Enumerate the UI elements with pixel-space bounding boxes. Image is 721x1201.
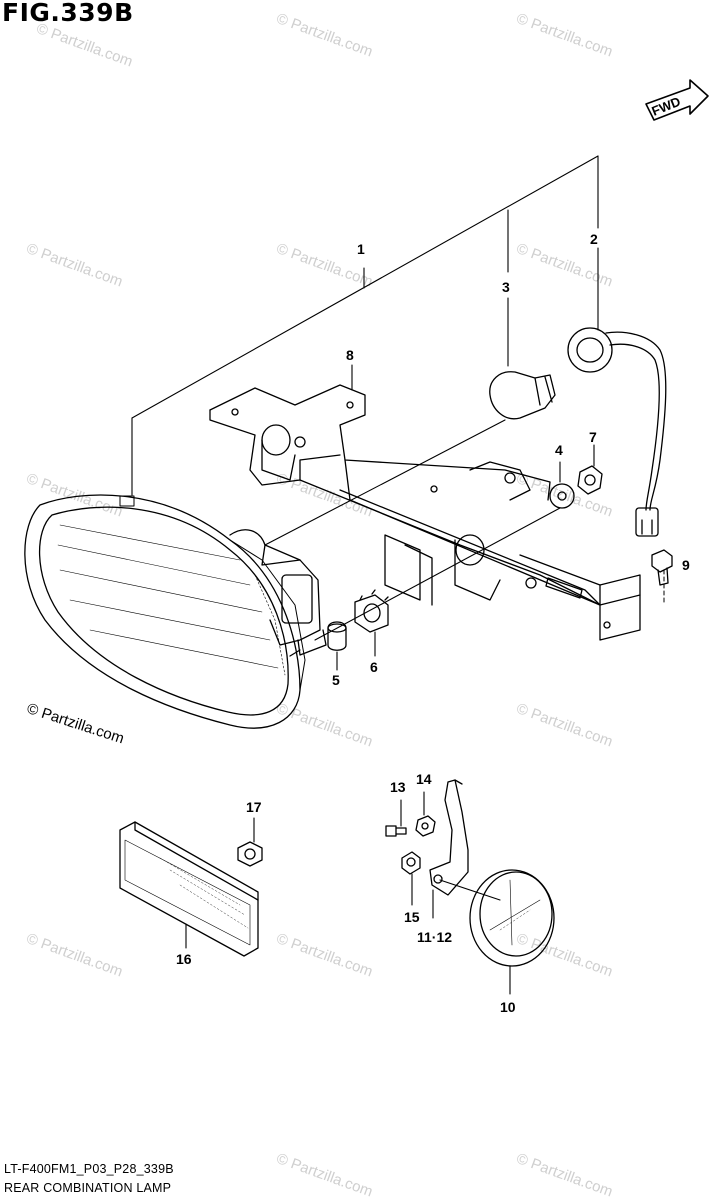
- callout-8: 8: [346, 347, 354, 363]
- figure-caption: REAR COMBINATION LAMP: [4, 1181, 172, 1195]
- nut: [577, 465, 603, 495]
- lamp-housing-back: [229, 529, 327, 657]
- leader-line: [264, 419, 506, 546]
- leader-line: [439, 879, 501, 901]
- nut-small: [415, 815, 436, 837]
- callout-2: 2: [590, 231, 598, 247]
- fwd-arrow-icon: FWD: [645, 79, 709, 121]
- cushion: [327, 621, 347, 651]
- side-reflector: [119, 821, 259, 957]
- washer-small: [401, 851, 421, 875]
- callout-14: 14: [416, 771, 432, 787]
- callout-1: 1: [357, 241, 365, 257]
- callout-15: 15: [404, 909, 420, 925]
- tail-lamp-lens: [24, 494, 306, 729]
- callout-7: 7: [589, 429, 597, 445]
- callout-11-12: 11·12: [417, 929, 452, 945]
- washer: [549, 483, 575, 509]
- socket-with-harness: [567, 327, 667, 537]
- bulb: [489, 371, 556, 420]
- reflector-nut: [237, 841, 263, 867]
- callout-17: 17: [246, 799, 262, 815]
- callout-9: 9: [682, 557, 690, 573]
- model-code: LT-F400FM1_P03_P28_339B: [4, 1162, 174, 1176]
- leader-line: [314, 507, 561, 641]
- callout-6: 6: [370, 659, 378, 675]
- screw: [385, 825, 407, 837]
- license-lamp-bracket: [429, 779, 469, 896]
- license-lamp: [469, 869, 555, 967]
- figure-title: FIG.339B: [2, 0, 134, 27]
- callout-10: 10: [500, 999, 516, 1015]
- callout-13: 13: [390, 779, 406, 795]
- callout-3: 3: [502, 279, 510, 295]
- mounting-bracket: [209, 384, 641, 641]
- callout-4: 4: [555, 442, 563, 458]
- bolt: [651, 549, 673, 586]
- assembly-leader-lines: [131, 155, 599, 496]
- callout-16: 16: [176, 951, 192, 967]
- grommet-nut: [354, 589, 389, 633]
- callout-5: 5: [332, 672, 340, 688]
